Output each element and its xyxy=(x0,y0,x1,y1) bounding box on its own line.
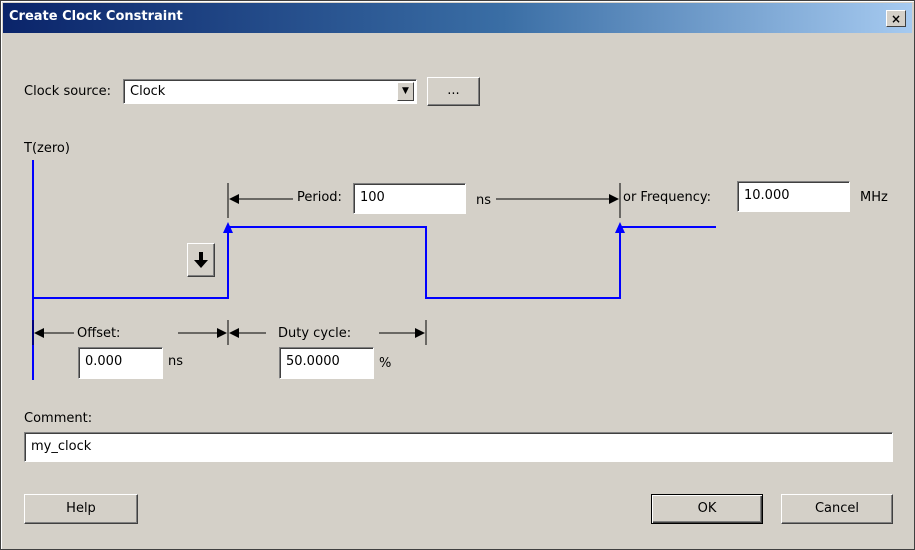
offset-unit: ns xyxy=(168,354,184,369)
down-arrow-icon xyxy=(194,252,208,268)
clock-source-label: Clock source: xyxy=(24,84,112,99)
offset-field[interactable]: 0.000 xyxy=(78,347,163,379)
browse-button[interactable]: ... xyxy=(427,77,480,106)
duty-cycle-unit: % xyxy=(379,356,392,371)
frequency-label: or Frequency: xyxy=(623,190,712,205)
frequency-unit: MHz xyxy=(860,190,888,205)
period-label: Period: xyxy=(297,190,342,205)
comment-label: Comment: xyxy=(24,411,93,426)
ok-button[interactable]: OK xyxy=(651,494,763,524)
duty-cycle-field[interactable]: 50.0000 xyxy=(279,347,374,379)
window-title: Create Clock Constraint xyxy=(9,9,183,24)
chevron-down-icon[interactable]: ▼ xyxy=(397,82,414,101)
close-button[interactable]: × xyxy=(886,10,906,27)
clock-source-value: Clock xyxy=(130,84,166,99)
duty-cycle-label: Duty cycle: xyxy=(278,326,352,341)
help-button[interactable]: Help xyxy=(24,494,138,524)
offset-label: Offset: xyxy=(77,326,121,341)
frequency-field[interactable]: 10.000 xyxy=(737,181,850,212)
period-field[interactable]: 100 xyxy=(353,183,466,214)
clock-source-select[interactable]: Clock ▼ xyxy=(123,79,417,104)
period-unit: ns xyxy=(476,193,492,208)
tzero-label: T(zero) xyxy=(24,141,70,156)
comment-field[interactable]: my_clock xyxy=(24,432,893,462)
title-bar: Create Clock Constraint × xyxy=(3,3,912,33)
edge-toggle-button[interactable] xyxy=(187,243,215,277)
cancel-button[interactable]: Cancel xyxy=(781,494,893,524)
